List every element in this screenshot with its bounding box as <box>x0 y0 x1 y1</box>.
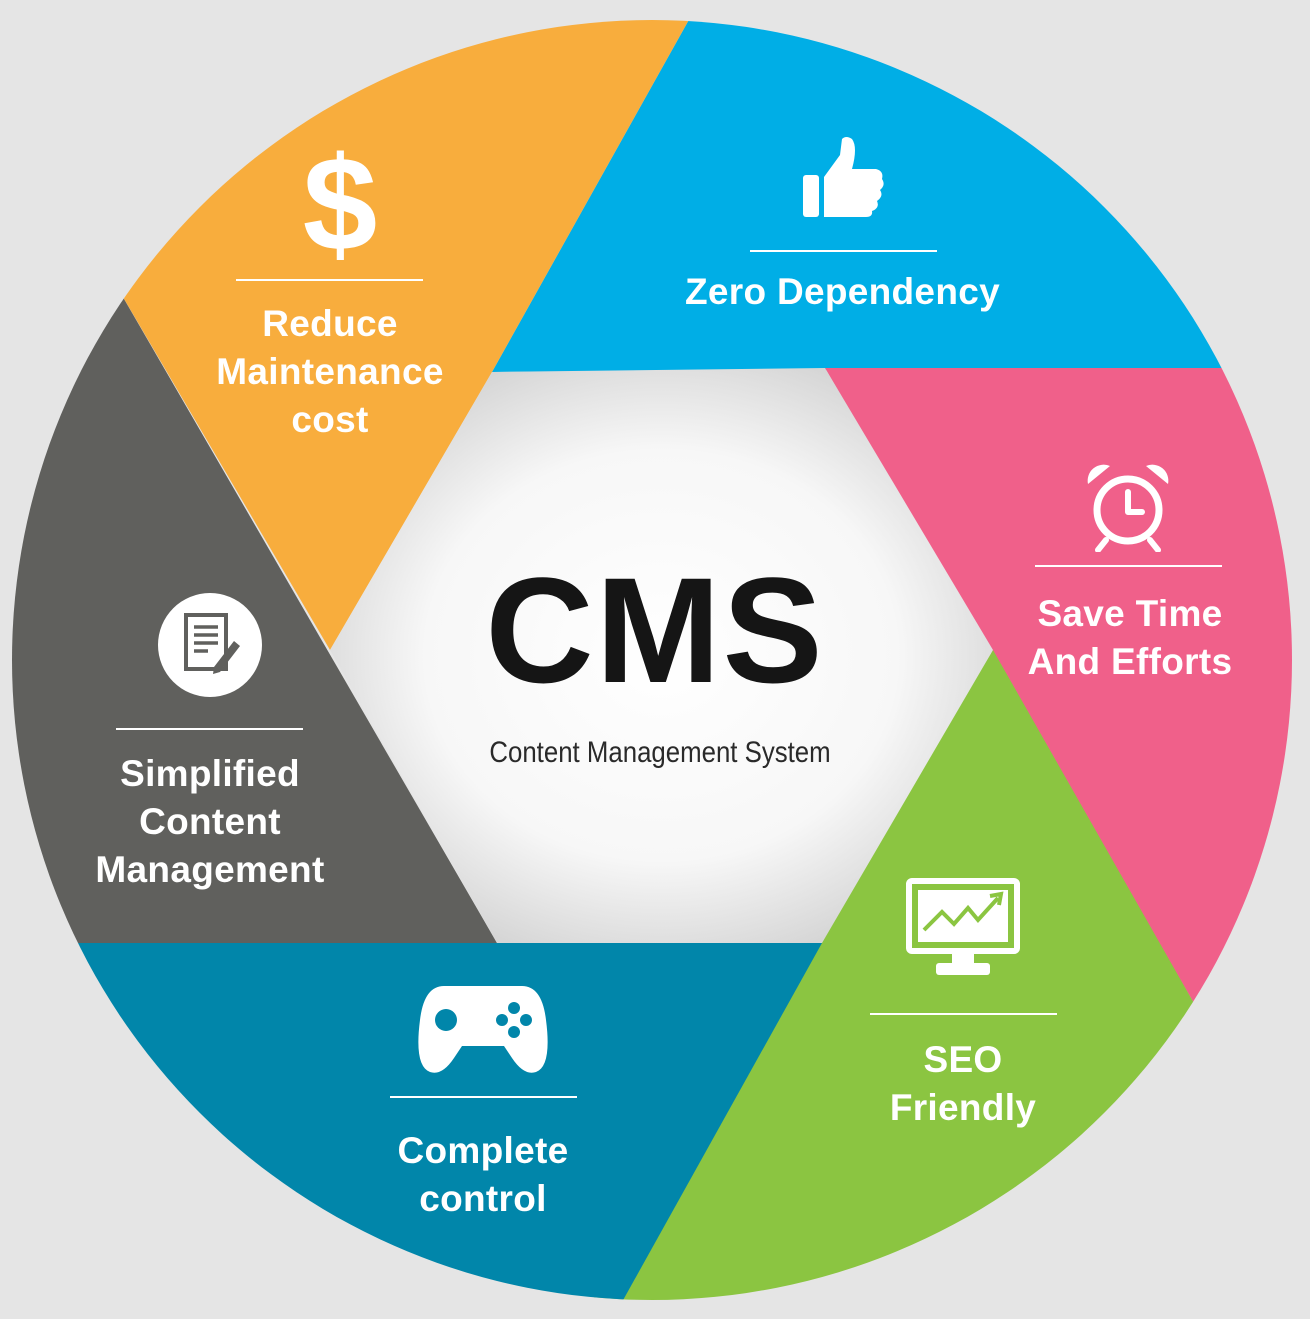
center-title: CMS <box>485 546 825 714</box>
alarm-clock-icon <box>1087 464 1169 552</box>
thumbs-up-icon <box>803 137 884 217</box>
label-seo-friendly: SEO Friendly <box>889 1039 1037 1128</box>
label-complete-control: Complete control <box>397 1130 569 1219</box>
label-simplified-content: Simplified Content Management <box>95 753 325 890</box>
label-reduce-maintenance: Reduce Maintenance cost <box>216 303 444 440</box>
divider-zero-dependency <box>750 250 937 252</box>
center-subtitle: Content Management System <box>489 736 831 769</box>
label-zero-dependency: Zero Dependency <box>685 271 1000 312</box>
divider-save-time <box>1035 565 1222 567</box>
divider-complete-control <box>390 1096 577 1098</box>
dollar-icon: $ <box>302 130 378 279</box>
divider-simplified-content <box>116 728 303 730</box>
label-save-time: Save Time And Efforts <box>1027 593 1233 682</box>
monitor-chart-icon <box>906 878 1020 975</box>
divider-seo-friendly <box>870 1013 1057 1015</box>
gamepad-icon <box>418 986 548 1073</box>
divider-reduce-maintenance <box>236 279 423 281</box>
document-edit-icon <box>158 593 262 697</box>
center-hexagon <box>330 368 993 943</box>
segment-save-time <box>825 368 1292 1010</box>
